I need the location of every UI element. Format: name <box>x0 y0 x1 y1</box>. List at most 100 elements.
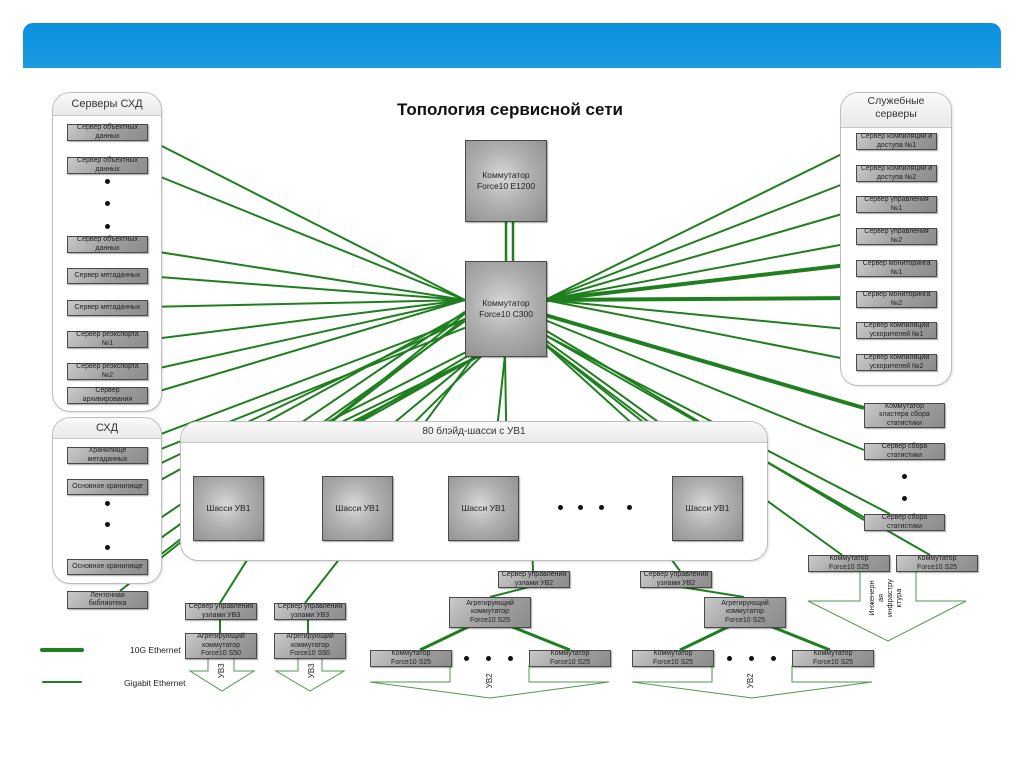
service-server-monitoring-1[interactable]: Сервер мониторинга №1 <box>856 260 937 277</box>
ellipsis-dot <box>105 179 110 184</box>
link-service-server <box>545 300 856 330</box>
storage-server-reexport-2[interactable]: Сервер реэкспорта №2 <box>67 363 148 380</box>
legend-10g-label: 10G Ethernet <box>130 645 181 655</box>
uv2-switch-1b[interactable]: Коммутатор Force10 S25 <box>529 650 611 667</box>
node-label: Сервер объектных данных <box>77 157 138 174</box>
uv3-mgmt-server-1[interactable]: Сервер управления узлами УВ3 <box>185 603 257 620</box>
node-label: Сервер управления №2 <box>864 228 928 245</box>
node-label: Коммутатор Force10 S25 <box>653 650 693 667</box>
service-server-compile-1[interactable]: Сервер компиляции и доступа №1 <box>856 133 937 150</box>
switch-c300[interactable]: Коммутатор Force10 C300 <box>465 261 547 357</box>
node-label: Коммутатор Force10 S25 <box>829 555 869 572</box>
storage-server-object-2[interactable]: Сервер объектных данных <box>67 157 148 174</box>
ellipsis-dot <box>105 522 110 527</box>
node-label: Сервер управления узлами УВ2 <box>502 571 566 588</box>
ellipsis-dot <box>508 656 513 661</box>
link-uv2-switch <box>420 626 470 650</box>
node-label: Основное хранилище <box>72 563 143 571</box>
group-title: 80 блэйд-шасси с УВ1 <box>181 422 767 443</box>
node-label: Агрегирующий коммутатор Force10 S25 <box>721 600 769 625</box>
storage-server-metadata-2[interactable]: Сервер метаданных <box>67 300 148 316</box>
service-server-compile-2[interactable]: Сервер компиляции и доступа №2 <box>856 165 937 182</box>
infra-label: Инженерн ая инфрастру ктура <box>867 563 903 633</box>
node-label: Шасси УВ1 <box>207 503 251 514</box>
switch-e1200[interactable]: Коммутатор Force10 E1200 <box>465 140 547 222</box>
uv3-label: УВ3 <box>217 661 227 681</box>
node-label: Сервер метаданных <box>75 304 141 312</box>
stats-server-1[interactable]: Сервер сбора статистики <box>864 443 945 460</box>
node-label: Сервер реэкспорта №1 <box>76 331 139 348</box>
uv2-mgmt-server-1[interactable]: Сервер управления узлами УВ2 <box>498 571 570 588</box>
ellipsis-dot <box>578 505 583 510</box>
node-label: Сервер управления узлами УВ2 <box>644 571 708 588</box>
uv3-agg-switch-2[interactable]: Агрегирующий коммутатор Force10 S50 <box>274 633 346 659</box>
group-title: Служебные серверы <box>841 93 951 128</box>
chassis-uv1-2[interactable]: Шасси УВ1 <box>322 476 393 541</box>
node-label: Сервер объектных данных <box>77 236 138 253</box>
node-label: Шасси УВ1 <box>336 503 380 514</box>
node-label: Сервер управления узлами УВ3 <box>189 603 253 620</box>
node-label: Агрегирующий коммутатор Force10 S25 <box>466 600 514 625</box>
ellipsis-dot <box>105 224 110 229</box>
storage-main-2[interactable]: Основное хранилище <box>67 559 148 575</box>
node-label: Сервер компиляции ускорителей №2 <box>864 354 929 371</box>
node-label: Коммутатор Force10 E1200 <box>477 170 535 193</box>
service-server-accel-compile-1[interactable]: Сервер компиляции ускорителей №1 <box>856 322 937 339</box>
node-label: Коммутатор Force10 S25 <box>391 650 431 667</box>
link-storage-server <box>146 171 465 300</box>
node-label: Сервер сбора статистики <box>882 514 927 531</box>
storage-server-reexport-1[interactable]: Сервер реэкспорта №1 <box>67 331 148 348</box>
node-label: Сервер метаданных <box>75 272 141 280</box>
node-label: Сервер управления №1 <box>864 196 928 213</box>
ellipsis-dot <box>464 656 469 661</box>
storage-server-metadata-1[interactable]: Сервер метаданных <box>67 268 148 284</box>
ellipsis-dot <box>727 656 732 661</box>
node-label: Шасси УВ1 <box>462 503 506 514</box>
node-label: Сервер реэкспорта №2 <box>76 363 139 380</box>
ellipsis-dot <box>105 201 110 206</box>
service-server-mgmt-2[interactable]: Сервер управления №2 <box>856 228 937 245</box>
node-label: Ленточная библиотека <box>89 592 126 609</box>
chassis-uv1-4[interactable]: Шасси УВ1 <box>672 476 743 541</box>
infra-switch-2[interactable]: Коммутатор Force10 S25 <box>896 555 978 572</box>
group-title: СХД <box>53 418 161 439</box>
node-label: Сервер мониторинга №2 <box>863 291 931 308</box>
node-label: Сервер компиляции ускорителей №1 <box>864 322 929 339</box>
link-uv2-switch <box>770 626 830 650</box>
storage-server-object-1[interactable]: Сервер объектных данных <box>67 124 148 141</box>
uv3-agg-switch-1[interactable]: Агрегирующий коммутатор Force10 S50 <box>185 633 257 659</box>
storage-metadata[interactable]: Хранилище метаданных <box>67 447 148 464</box>
node-label: Сервер объектных данных <box>77 124 138 141</box>
node-label: Коммутатор кластера сбора статистики <box>879 403 930 428</box>
group-title: Серверы СХД <box>53 93 161 116</box>
uv2-mgmt-server-2[interactable]: Сервер управления узлами УВ2 <box>640 571 712 588</box>
node-label: Шасси УВ1 <box>686 503 730 514</box>
link-uv2-switch <box>680 626 730 650</box>
service-server-accel-compile-2[interactable]: Сервер компиляции ускорителей №2 <box>856 354 937 371</box>
uv3-mgmt-server-2[interactable]: Сервер управления узлами УВ3 <box>274 603 346 620</box>
tape-library[interactable]: Ленточная библиотека <box>67 591 148 609</box>
storage-main-1[interactable]: Основное хранилище <box>67 479 148 495</box>
stats-cluster-switch[interactable]: Коммутатор кластера сбора статистики <box>864 403 945 428</box>
node-label: Сервер компиляции и доступа №1 <box>861 133 932 150</box>
storage-server-object-3[interactable]: Сервер объектных данных <box>67 236 148 253</box>
uv2-label: УВ2 <box>746 671 756 691</box>
node-label: Агрегирующий коммутатор Force10 S50 <box>286 633 334 658</box>
uv2-agg-switch-1[interactable]: Агрегирующий коммутатор Force10 S25 <box>449 597 531 628</box>
uv2-switch-2a[interactable]: Коммутатор Force10 S25 <box>632 650 714 667</box>
chassis-uv1-1[interactable]: Шасси УВ1 <box>193 476 264 541</box>
ellipsis-dot <box>627 505 632 510</box>
uv2-switch-2b[interactable]: Коммутатор Force10 S25 <box>792 650 874 667</box>
legend-gigabit-label: Gigabit Ethernet <box>124 678 185 688</box>
uv2-agg-switch-2[interactable]: Агрегирующий коммутатор Force10 S25 <box>704 597 786 628</box>
node-label: Сервер компиляции и доступа №2 <box>861 165 932 182</box>
storage-server-archive[interactable]: Сервер архивирования <box>67 387 148 404</box>
stats-server-2[interactable]: Сервер сбора статистики <box>864 514 945 531</box>
uv2-switch-1a[interactable]: Коммутатор Force10 S25 <box>370 650 452 667</box>
service-server-mgmt-1[interactable]: Сервер управления №1 <box>856 196 937 213</box>
ellipsis-dot <box>902 474 907 479</box>
link-storage-server <box>146 300 465 371</box>
chassis-uv1-3[interactable]: Шасси УВ1 <box>448 476 519 541</box>
service-server-monitoring-2[interactable]: Сервер мониторинга №2 <box>856 291 937 308</box>
uv2-label: УВ2 <box>485 671 495 691</box>
